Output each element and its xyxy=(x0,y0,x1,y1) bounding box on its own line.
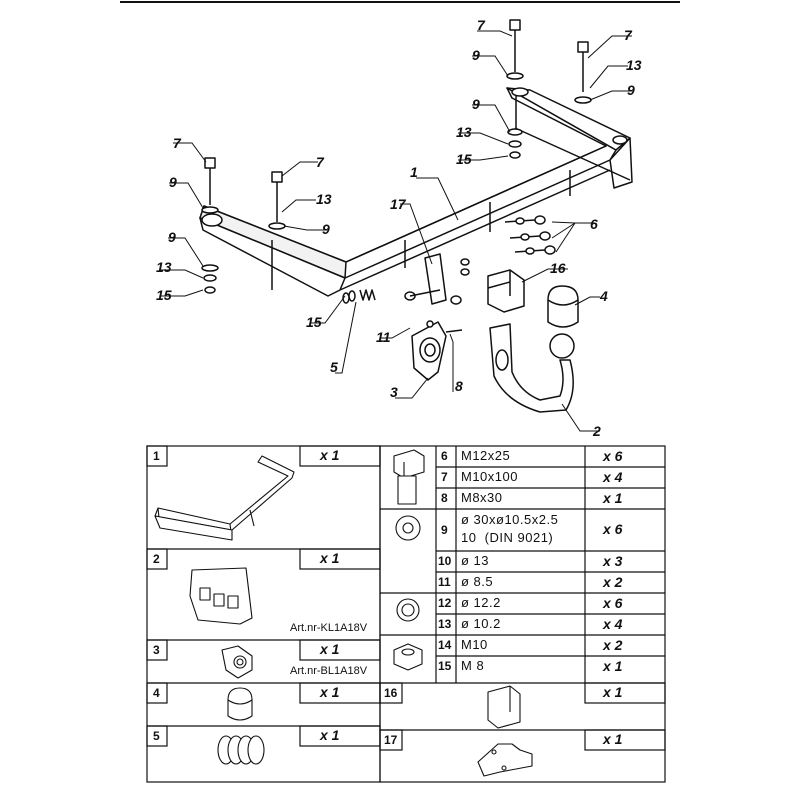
crossbar-frame xyxy=(199,87,633,297)
bolts-6 xyxy=(504,215,556,255)
part-number-11: 11 xyxy=(438,575,451,589)
part-spec-13: ø 10.2 xyxy=(461,616,501,631)
callout-3: 3 xyxy=(390,384,398,400)
callout-15c: 15 xyxy=(156,287,172,303)
part-number-8: 8 xyxy=(441,491,448,505)
part-number-12: 12 xyxy=(438,596,452,610)
cap-4 xyxy=(547,285,579,328)
part-number-13: 13 xyxy=(438,617,452,631)
bolts-10 xyxy=(404,258,470,305)
thumb-bracket xyxy=(477,743,533,777)
part-number-7: 7 xyxy=(441,470,448,484)
part-qty-10: x 3 xyxy=(603,553,623,569)
part-spec-11: ø 8.5 xyxy=(461,574,494,589)
thumb-crossbar xyxy=(154,455,295,541)
part-qty-7: x 4 xyxy=(603,469,623,485)
part-number-10: 10 xyxy=(438,554,452,568)
callout-8: 8 xyxy=(455,378,463,394)
part-qty-14: x 2 xyxy=(603,637,623,653)
part-number-5: 5 xyxy=(153,729,160,743)
part-art-nr-3: Art.nr-BL1A18V xyxy=(290,665,368,677)
part-number-3: 3 xyxy=(153,643,160,657)
part-qty-1: x 1 xyxy=(320,447,340,463)
part-qty-11: x 2 xyxy=(603,574,623,590)
part-qty-12: x 6 xyxy=(603,595,623,611)
callout-2: 2 xyxy=(592,423,601,439)
part-qty-3: x 1 xyxy=(320,641,340,657)
socket-plate-3 xyxy=(411,320,463,381)
callout-17: 17 xyxy=(390,196,407,212)
thumb-cap xyxy=(227,687,253,721)
spring-5 xyxy=(342,289,376,304)
parts-table-grid xyxy=(146,445,666,783)
callout-15a: 15 xyxy=(456,151,472,167)
callout-13a: 13 xyxy=(626,57,642,73)
part-qty-9: x 6 xyxy=(603,521,623,537)
callout-7a: 7 xyxy=(477,17,486,33)
callout-13b: 13 xyxy=(456,124,472,140)
callout-9c: 9 xyxy=(472,96,480,112)
callout-9b: 9 xyxy=(627,82,635,98)
part-qty-17: x 1 xyxy=(603,731,623,747)
callout-4: 4 xyxy=(599,288,608,304)
part-qty-15: x 1 xyxy=(603,658,623,674)
callout-7d: 7 xyxy=(316,154,325,170)
callout-9a: 9 xyxy=(472,47,480,63)
part-qty-8: x 1 xyxy=(603,490,623,506)
part-qty-16: x 1 xyxy=(603,684,623,700)
part-spec-15: M 8 xyxy=(461,658,485,673)
callout-13d: 13 xyxy=(156,259,172,275)
part-spec-9-din: 10 (DIN 9021) xyxy=(461,530,554,545)
thumb-socket-plate xyxy=(221,645,253,679)
thumb-spring-washer xyxy=(396,598,420,622)
callout-5: 5 xyxy=(330,359,338,375)
part-number-16: 16 xyxy=(384,686,398,700)
part-number-6: 6 xyxy=(441,449,448,463)
callout-9e: 9 xyxy=(322,221,330,237)
part-spec-10: ø 13 xyxy=(461,553,490,568)
part-spec-6: M12x25 xyxy=(461,448,511,463)
part-number-14: 14 xyxy=(438,638,452,652)
thumb-spring xyxy=(217,735,265,765)
callout-9f: 9 xyxy=(168,229,176,245)
callout-leaders xyxy=(160,30,632,432)
part-qty-5: x 1 xyxy=(320,727,340,743)
part-qty-2: x 1 xyxy=(320,550,340,566)
bolts-7 xyxy=(204,19,589,222)
callout-16: 16 xyxy=(550,260,566,276)
callout-13c: 13 xyxy=(316,191,332,207)
part-spec-14: M10 xyxy=(461,637,488,652)
part-spec-7: M10x100 xyxy=(461,469,518,484)
callout-6: 6 xyxy=(590,216,598,232)
part-spec-8: M8x30 xyxy=(461,490,503,505)
part-number-4: 4 xyxy=(153,686,160,700)
module-16 xyxy=(487,269,525,313)
part-art-nr-2: Art.nr-KL1A18V xyxy=(290,622,368,634)
part-number-17: 17 xyxy=(384,733,398,747)
callout-7c: 7 xyxy=(173,135,182,151)
callout-15b: 15 xyxy=(306,314,322,330)
part-qty-6: x 6 xyxy=(603,448,623,464)
callout-9d: 9 xyxy=(169,174,177,190)
callout-11: 11 xyxy=(376,329,391,345)
callout-1: 1 xyxy=(410,164,418,180)
part-number-15: 15 xyxy=(438,659,452,673)
part-qty-13: x 4 xyxy=(603,616,623,632)
part-number-9: 9 xyxy=(441,523,448,537)
thumb-nut xyxy=(393,643,423,671)
thumb-module xyxy=(487,685,521,729)
thumb-wiring-kit xyxy=(189,567,253,625)
callout-7b: 7 xyxy=(624,27,633,43)
thumb-bolt xyxy=(393,449,425,505)
part-qty-4: x 1 xyxy=(320,684,340,700)
part-number-1: 1 xyxy=(153,449,160,463)
thumb-washer xyxy=(395,515,421,541)
part-number-2: 2 xyxy=(153,552,160,566)
part-spec-12: ø 12.2 xyxy=(461,595,501,610)
part-spec-9: ø 30xø10.5x2.5 xyxy=(461,512,559,527)
ball-mount-2 xyxy=(489,323,575,413)
